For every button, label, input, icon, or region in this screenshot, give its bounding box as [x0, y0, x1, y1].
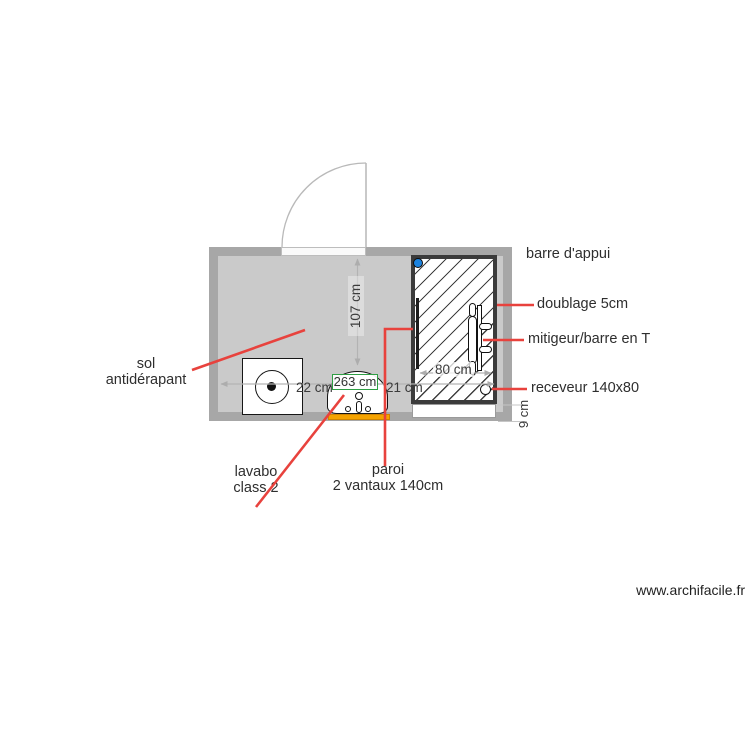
dim-room-width-selected[interactable]: 263 cm	[332, 374, 378, 390]
mixer-tip-top-icon	[469, 303, 476, 317]
archifacile-watermark: www.archifacile.fr	[636, 582, 745, 598]
dim-shower-width: 80 cm	[433, 362, 474, 377]
label-lavabo-line1: lavabo	[234, 464, 278, 480]
label-paroi-line1: paroi	[371, 462, 405, 478]
label-paroi-line2: 2 vantaux 140cm	[332, 477, 444, 494]
door-threshold[interactable]	[281, 247, 366, 256]
dim-gap-right: 21 cm	[386, 380, 423, 395]
label-lavabo[interactable]: lavabo class 2	[196, 464, 316, 496]
door-swing-arc[interactable]	[281, 162, 367, 248]
mixer-handle-top-icon	[479, 323, 492, 330]
shower-enclosure[interactable]	[411, 255, 497, 404]
washing-machine-drum-icon	[255, 370, 289, 404]
grab-bar-dot[interactable]	[413, 258, 423, 268]
label-paroi[interactable]: paroi 2 vantaux 140cm	[317, 462, 459, 494]
faucet-hole-icon	[355, 392, 363, 400]
dim-recess-depth: 9 cm	[516, 399, 531, 429]
dim-room-depth: 107 cm	[348, 276, 364, 336]
label-mitigeur[interactable]: mitigeur/barre en T	[528, 331, 651, 347]
label-receveur[interactable]: receveur 140x80	[531, 380, 640, 396]
anti-slip-mat[interactable]	[328, 414, 390, 420]
dim-gap-left: 22 cm	[296, 380, 333, 395]
tap-right-icon	[365, 406, 371, 412]
label-lavabo-line2: class 2	[233, 479, 279, 496]
label-sol-line1: sol	[136, 356, 156, 372]
tap-left-icon	[345, 406, 351, 412]
shower-recess-strip[interactable]	[412, 404, 496, 418]
shower-tray-drain[interactable]	[480, 384, 491, 395]
label-barre-appui[interactable]: barre d'appui	[526, 246, 611, 262]
washing-machine-dot-icon	[267, 382, 276, 391]
label-sol-antiderapant[interactable]: sol antidérapant	[86, 356, 206, 388]
shower-screen-paroi[interactable]	[416, 298, 419, 369]
faucet-stem-icon	[356, 401, 362, 413]
mixer-body-icon	[468, 316, 477, 364]
washing-machine[interactable]	[242, 358, 303, 415]
label-sol-line2: antidérapant	[105, 371, 187, 388]
t-bar-icon	[477, 305, 482, 371]
mixer-handle-bottom-icon	[479, 346, 492, 353]
label-doublage[interactable]: doublage 5cm	[537, 296, 629, 312]
